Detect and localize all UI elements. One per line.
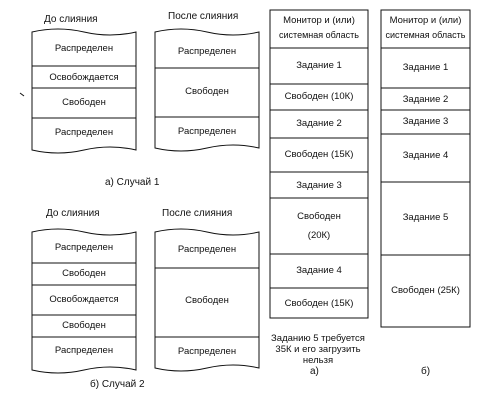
case2-after-title: После слияния	[162, 208, 233, 219]
case2-before-seg-2: Свободен	[62, 268, 106, 279]
memory-a-seg-1: Задание 1	[296, 60, 342, 71]
memory-b-box	[380, 9, 471, 328]
memory-a-note-line1: Заданию 5 требуется	[271, 333, 365, 344]
case2-after-seg-3: Распределен	[177, 346, 237, 357]
memory-a-box	[269, 9, 369, 319]
case2-after-seg-2: Свободен	[185, 295, 229, 306]
memory-a-seg-7: Задание 4	[296, 265, 342, 276]
case2-after-seg-1: Распределен	[177, 244, 237, 255]
case2-after-box	[154, 228, 260, 372]
case1-before-seg-4: Распределен	[54, 127, 114, 138]
case1-before-seg-3: Свободен	[62, 97, 106, 108]
memory-a-seg-8: Свободен (15К)	[284, 298, 354, 309]
case1-after-seg-2: Свободен	[185, 86, 229, 97]
memory-b-seg-6: Свободен (25К)	[391, 285, 460, 296]
memory-a-seg-3: Задание 2	[296, 118, 342, 129]
stray-mark	[19, 92, 25, 97]
memory-b-seg-3: Задание 3	[402, 116, 449, 127]
case1-after-title: После слияния	[168, 11, 239, 22]
case1-before-seg-2: Освобождается	[49, 72, 119, 83]
case1-after-box	[154, 28, 260, 152]
case1-before-box	[31, 28, 137, 154]
case2-before-seg-1: Распределен	[54, 242, 114, 253]
memory-b-seg-5: Задание 5	[402, 212, 449, 223]
memory-b-seg-1: Задание 1	[402, 62, 449, 73]
case1-after-seg-3: Распределен	[177, 126, 237, 137]
memory-b-seg-2: Задание 2	[402, 94, 449, 105]
memory-a-note-line2: 35К и его загрузить	[275, 344, 361, 355]
case2-before-seg-3: Освобождается	[49, 294, 119, 305]
memory-b-header-line1: Монитор и (или)	[389, 15, 462, 26]
case1-before-title: До слияния	[44, 14, 98, 25]
case2-before-title: До слияния	[46, 208, 100, 219]
memory-a-label: а)	[310, 366, 319, 377]
memory-a-seg-5: Задание 3	[296, 180, 342, 191]
memory-a-header-line2: системная область	[279, 30, 359, 40]
memory-a-note-line3: нельзя	[302, 355, 334, 366]
case2-before-seg-5: Распределен	[54, 345, 114, 356]
memory-b-header-line2: системная область	[385, 30, 466, 40]
case1-caption: а) Случай 1	[105, 177, 160, 188]
case2-before-seg-4: Свободен	[62, 320, 106, 331]
memory-b-seg-4: Задание 4	[402, 150, 449, 161]
memory-a-seg-2: Свободен (10К)	[284, 91, 354, 102]
memory-a-seg-4: Свободен (15К)	[284, 149, 354, 160]
case1-after-seg-1: Распределен	[177, 46, 237, 57]
case2-caption: б) Случай 2	[90, 379, 145, 390]
case2-before-box	[31, 228, 137, 374]
memory-a-header-line1: Монитор и (или)	[283, 15, 355, 26]
memory-b-label: б)	[421, 366, 431, 377]
case1-before-seg-1: Распределен	[54, 43, 114, 54]
memory-a-seg-6b: (20К)	[307, 230, 331, 241]
memory-a-seg-6a: Свободен	[297, 211, 341, 222]
